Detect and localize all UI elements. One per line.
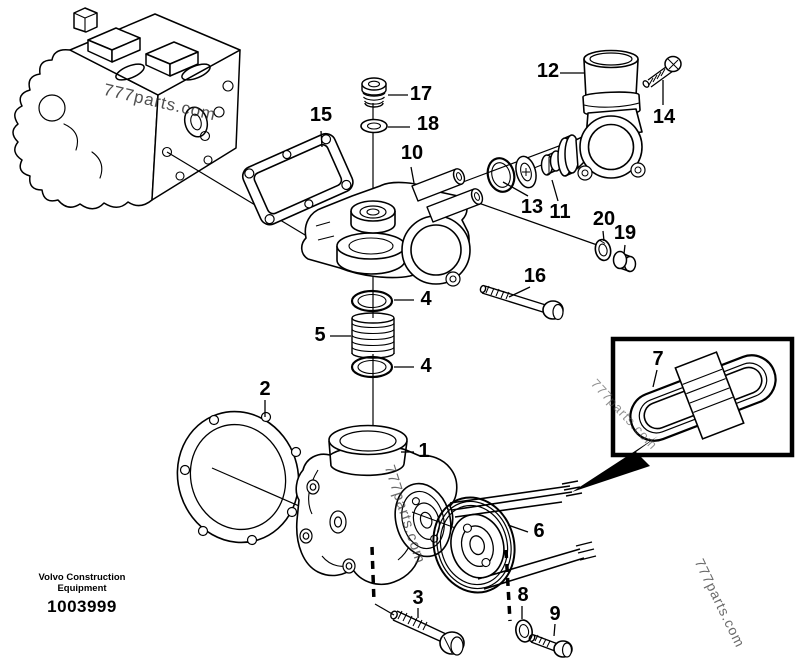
- part-label-12: 12: [536, 60, 560, 82]
- leader-lines: [264, 72, 664, 637]
- part-label-3: 3: [412, 587, 424, 609]
- belt-cut-marks: [561, 480, 597, 561]
- gasket-15-drawing: [241, 132, 354, 226]
- plug-19-drawing: [612, 250, 637, 273]
- bolt-14-drawing: [642, 55, 682, 88]
- part-label-4-lower: 4: [420, 355, 432, 377]
- brand-line-1: Volvo Construction: [38, 572, 126, 583]
- oring-4-upper-drawing: [350, 289, 394, 313]
- part-label-17: 17: [409, 83, 433, 105]
- part-label-6: 6: [533, 520, 545, 542]
- part-label-10: 10: [400, 142, 424, 164]
- washer-18-drawing: [360, 118, 388, 134]
- inset-arrow: [572, 436, 658, 492]
- part-label-13: 13: [520, 196, 544, 218]
- part-label-4-upper: 4: [420, 288, 432, 310]
- plug-17-drawing: [361, 77, 387, 108]
- part-label-18: 18: [416, 113, 440, 135]
- part-label-7: 7: [652, 348, 664, 370]
- oring-13-drawing: [486, 157, 516, 193]
- water-pump-1-drawing: [295, 424, 458, 586]
- part-label-11: 11: [549, 201, 571, 223]
- part-label-2: 2: [259, 378, 271, 400]
- part-label-16: 16: [523, 265, 547, 287]
- bolt-16-drawing: [479, 284, 564, 321]
- part-label-9: 9: [549, 603, 561, 625]
- part-number-text: 1003999: [47, 597, 117, 616]
- washer-20-drawing: [594, 238, 612, 262]
- part-label-5: 5: [314, 324, 326, 346]
- footer: Volvo Construction Equipment 1003999: [34, 572, 130, 617]
- part-label-1: 1: [418, 440, 430, 462]
- gasket-2-drawing: [176, 410, 302, 546]
- cylinder-head-drawing: [12, 7, 241, 210]
- sleeve-5-drawing: [351, 312, 395, 359]
- thermostat-housing-10-drawing: [300, 168, 484, 287]
- bolt-9-drawing: [528, 633, 573, 658]
- part-label-15: 15: [309, 104, 333, 126]
- belt-7-drawing: [629, 351, 777, 442]
- brand-line-2: Equipment: [57, 583, 107, 594]
- washer-8-drawing: [515, 619, 533, 643]
- bolt-3-drawing: [390, 610, 465, 656]
- part-label-19: 19: [613, 222, 637, 244]
- oring-4-lower-drawing: [350, 355, 394, 379]
- pulley-6-drawing: [432, 496, 516, 594]
- outlet-elbow-12-drawing: [577, 49, 646, 181]
- part-label-20: 20: [592, 208, 616, 230]
- part-label-14: 14: [652, 106, 676, 128]
- part-label-8: 8: [517, 584, 529, 606]
